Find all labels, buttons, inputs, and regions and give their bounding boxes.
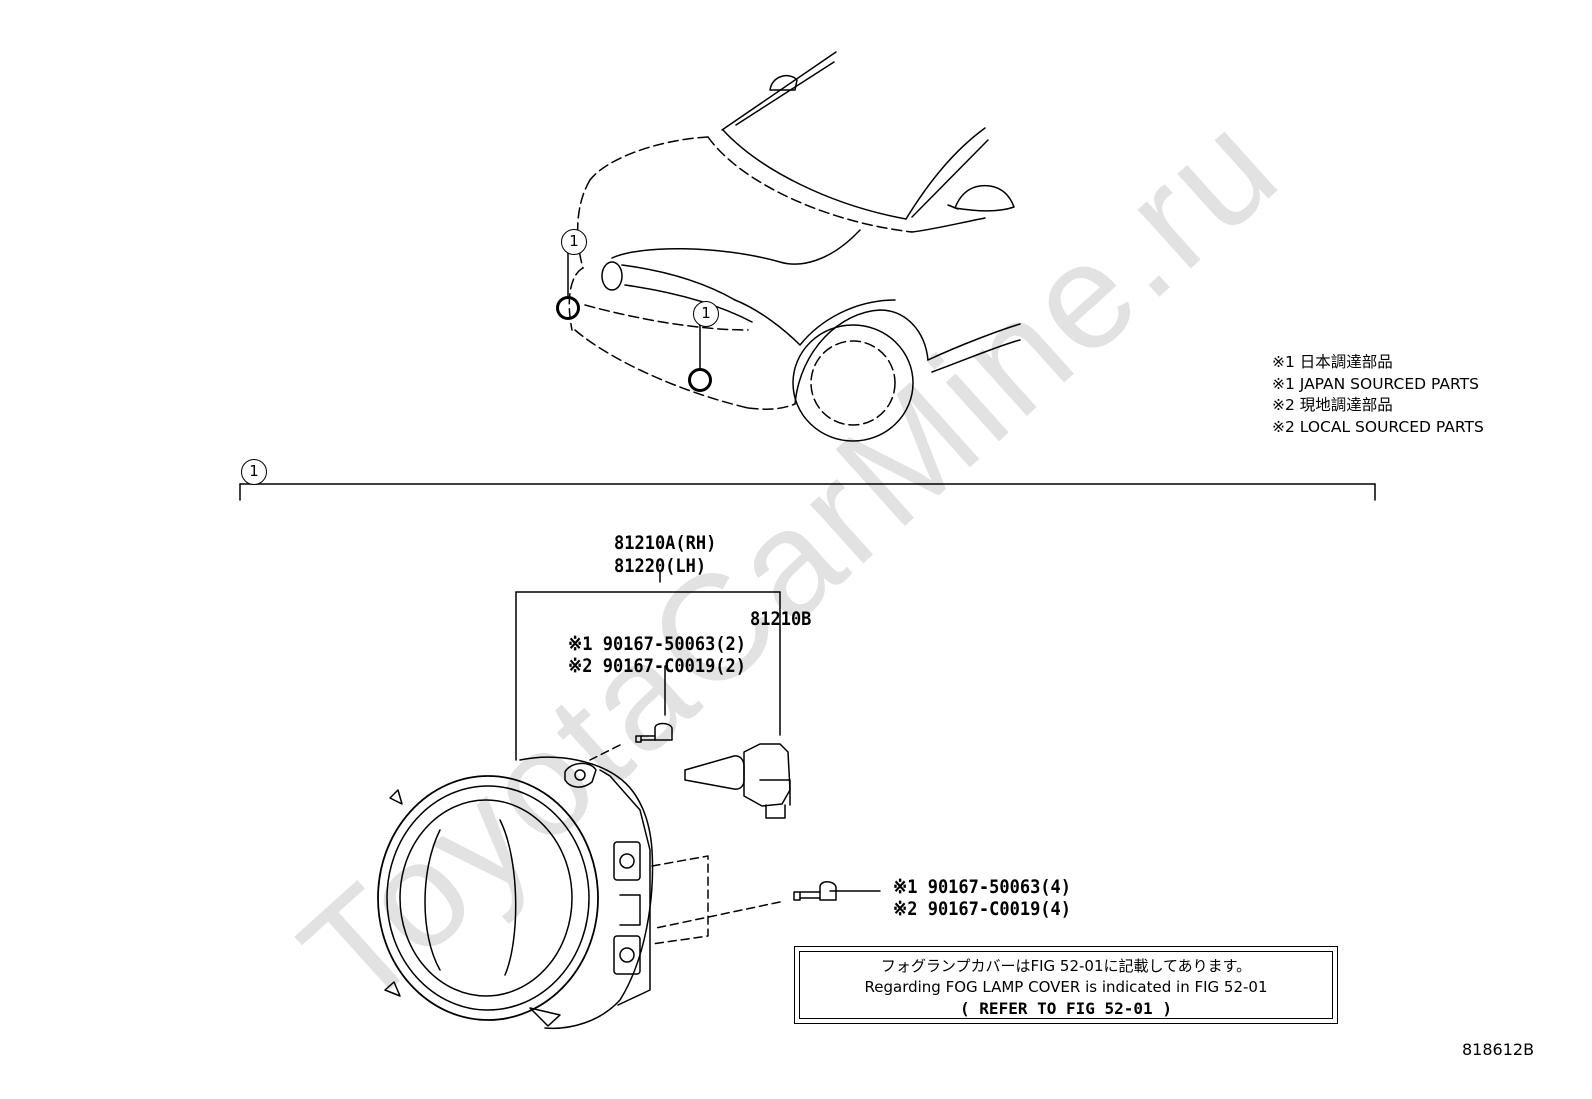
reference-note-en: Regarding FOG LAMP COVER is indicated in… bbox=[864, 978, 1268, 996]
fog-lamp-illustration bbox=[377, 722, 837, 1030]
callout-1-assembly: 1 bbox=[241, 459, 267, 485]
note-japan-sourced-en: ※1 JAPAN SOURCED PARTS bbox=[1272, 375, 1479, 393]
part-number-screw-upper-local[interactable]: ※2 90167-C0019(2) bbox=[568, 655, 747, 678]
part-number-bulb[interactable]: 81210B bbox=[750, 608, 812, 631]
reference-note-jp: フォグランプカバーはFIG 52-01に記載してあります。 bbox=[880, 957, 1252, 975]
part-number-screw-lower-japan[interactable]: ※1 90167-50063(4) bbox=[893, 876, 1072, 899]
callout-1-upper: 1 bbox=[561, 229, 587, 255]
reference-note-inner-frame bbox=[799, 951, 1333, 1019]
note-japan-sourced-jp: ※1 日本調達部品 bbox=[1272, 353, 1393, 371]
drawing-id: 818612B bbox=[1462, 1040, 1535, 1059]
car-front-illustration bbox=[556, 51, 1021, 442]
part-number-screw-lower-local[interactable]: ※2 90167-C0019(4) bbox=[893, 898, 1072, 921]
reference-note-box: フォグランプカバーはFIG 52-01に記載してあります。 Regarding … bbox=[794, 946, 1338, 1024]
note-local-sourced-jp: ※2 現地調達部品 bbox=[1272, 396, 1393, 414]
reference-fig-link[interactable]: ( REFER TO FIG 52-01 ) bbox=[960, 999, 1172, 1018]
part-number-assembly-lh[interactable]: 81220(LH) bbox=[614, 555, 707, 578]
part-number-assembly-rh[interactable]: 81210A(RH) bbox=[614, 532, 717, 555]
note-local-sourced-en: ※2 LOCAL SOURCED PARTS bbox=[1272, 418, 1484, 436]
part-number-screw-upper-japan[interactable]: ※1 90167-50063(2) bbox=[568, 633, 747, 656]
callout-1-lower: 1 bbox=[693, 301, 719, 327]
